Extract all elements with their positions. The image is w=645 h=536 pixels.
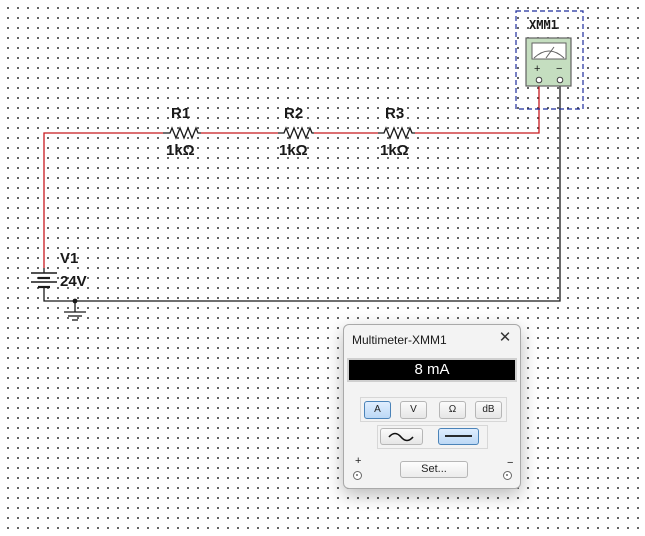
dc-line-icon [445,435,472,437]
mode-ohmmeter-button[interactable]: Ω [439,401,466,419]
resistor-r3[interactable]: R3 1kΩ [378,105,415,159]
negative-terminal-label: − [507,457,514,469]
meter-minus-sign: − [556,63,562,75]
wire-return[interactable] [43,84,561,302]
signal-type-group [377,425,488,449]
close-icon[interactable]: ✕ [498,329,512,346]
wire-r3-meter[interactable] [415,84,540,134]
meter-gauge-icon [533,50,565,59]
positive-terminal[interactable] [353,471,362,480]
negative-terminal[interactable] [503,471,512,480]
resistor-r2[interactable]: R2 1kΩ [278,105,314,159]
meter-plus-sign: + [534,63,540,75]
resistor-r1-name: R1 [171,105,190,122]
meter-symbol-name: XMM1 [529,18,558,32]
dialog-title: Multimeter-XMM1 [352,333,447,347]
set-button[interactable]: Set... [400,461,468,478]
resistor-r2-value: 1kΩ [279,142,308,159]
resistor-r1-value: 1kΩ [166,142,195,159]
ground-icon[interactable] [64,298,86,321]
meter-reading-display: 8 mA [347,358,517,382]
multimeter-symbol-xmm1[interactable]: XMM1 + − [515,10,584,110]
measurement-mode-group: A V Ω dB [360,397,507,422]
battery-v1-name: V1 [60,250,78,267]
resistor-r3-name: R3 [385,105,404,122]
ac-mode-button[interactable] [380,428,423,445]
resistor-r3-value: 1kΩ [380,142,409,159]
mode-decibel-button[interactable]: dB [475,401,502,419]
wire-positive[interactable] [43,132,163,268]
resistor-r2-name: R2 [284,105,303,122]
dc-mode-button[interactable] [438,428,479,445]
sine-wave-icon [388,432,414,442]
mode-ammeter-button[interactable]: A [364,401,391,419]
resistor-r1[interactable]: R1 1kΩ [163,105,201,159]
multimeter-dialog[interactable]: Multimeter-XMM1 ✕ 8 mA A V Ω dB + Set...… [343,324,521,489]
battery-v1-value: 24V [60,273,87,290]
positive-terminal-label: + [355,455,362,467]
battery-v1[interactable]: V1 24V [31,250,87,290]
mode-voltmeter-button[interactable]: V [400,401,427,419]
